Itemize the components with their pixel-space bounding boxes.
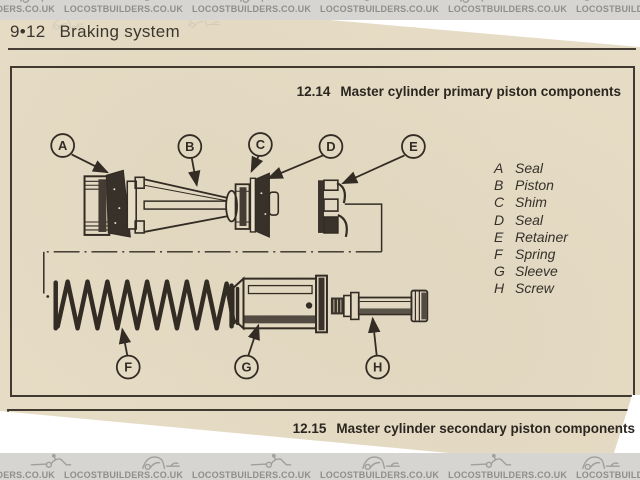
- figure-number: 12.14: [296, 84, 331, 99]
- screw-drawing: [330, 289, 429, 323]
- exploded-parts-diagram: A B C D E F G H: [43, 132, 429, 380]
- retainer-drawing: [318, 179, 348, 238]
- watermark-band-bottom: LOCOSTBUILDERS.CO.UKLOCOSTBUILDERS.CO.UK…: [0, 453, 640, 480]
- piston-drawing: [126, 176, 251, 234]
- figure-title: Master cylinder secondary piston compone…: [336, 421, 635, 436]
- figure-12-15-caption: 12.15 Master cylinder secondary piston co…: [293, 421, 635, 436]
- callout-labels: A B C D E F G H: [50, 132, 426, 380]
- car-logo-icon: [470, 453, 512, 468]
- header-rule: [8, 48, 636, 50]
- callout-arrows: [71, 153, 405, 356]
- car-logo-icon: [250, 453, 292, 468]
- figure-12-14-frame: 12.14 Master cylinder primary piston comp…: [10, 66, 635, 397]
- callout-h: H: [373, 360, 382, 375]
- callout-g: G: [241, 360, 251, 375]
- shim-drawing: [249, 177, 257, 233]
- car-logo-icon: [362, 456, 400, 471]
- car-logo-icon: [142, 456, 180, 471]
- callout-d: D: [326, 139, 335, 154]
- figure-number: 12.15: [292, 421, 327, 436]
- car-logo-icon: [582, 456, 620, 471]
- callout-e: E: [409, 139, 418, 154]
- page-number: 9•12: [10, 22, 46, 41]
- spring-drawing: [53, 279, 240, 331]
- callout-a: A: [58, 138, 67, 153]
- sleeve-drawing: [232, 274, 328, 334]
- seal-d-drawing: [254, 172, 280, 238]
- figure-12-15-frame-top: [7, 409, 640, 411]
- watermark-band-top: LOCOSTBUILDERS.CO.UKLOCOSTBUILDERS.CO.UK…: [0, 0, 640, 20]
- figure-12-14-caption: 12.14 Master cylinder primary piston comp…: [297, 84, 621, 99]
- callout-c: C: [256, 137, 265, 152]
- watermark-text-row: LOCOSTBUILDERS.CO.UKLOCOSTBUILDERS.CO.UK…: [0, 4, 640, 14]
- centerline: [43, 203, 383, 298]
- page-header: 9•12 Braking system: [10, 22, 180, 42]
- car-logo-icon: [30, 453, 72, 468]
- chapter-title: Braking system: [59, 22, 180, 41]
- seal-a-drawing: [83, 169, 131, 238]
- callout-b: B: [185, 139, 194, 154]
- watermark-text-row: LOCOSTBUILDERS.CO.UKLOCOSTBUILDERS.CO.UK…: [0, 470, 640, 480]
- callout-f: F: [124, 360, 132, 375]
- figure-title: Master cylinder primary piston component…: [340, 84, 621, 99]
